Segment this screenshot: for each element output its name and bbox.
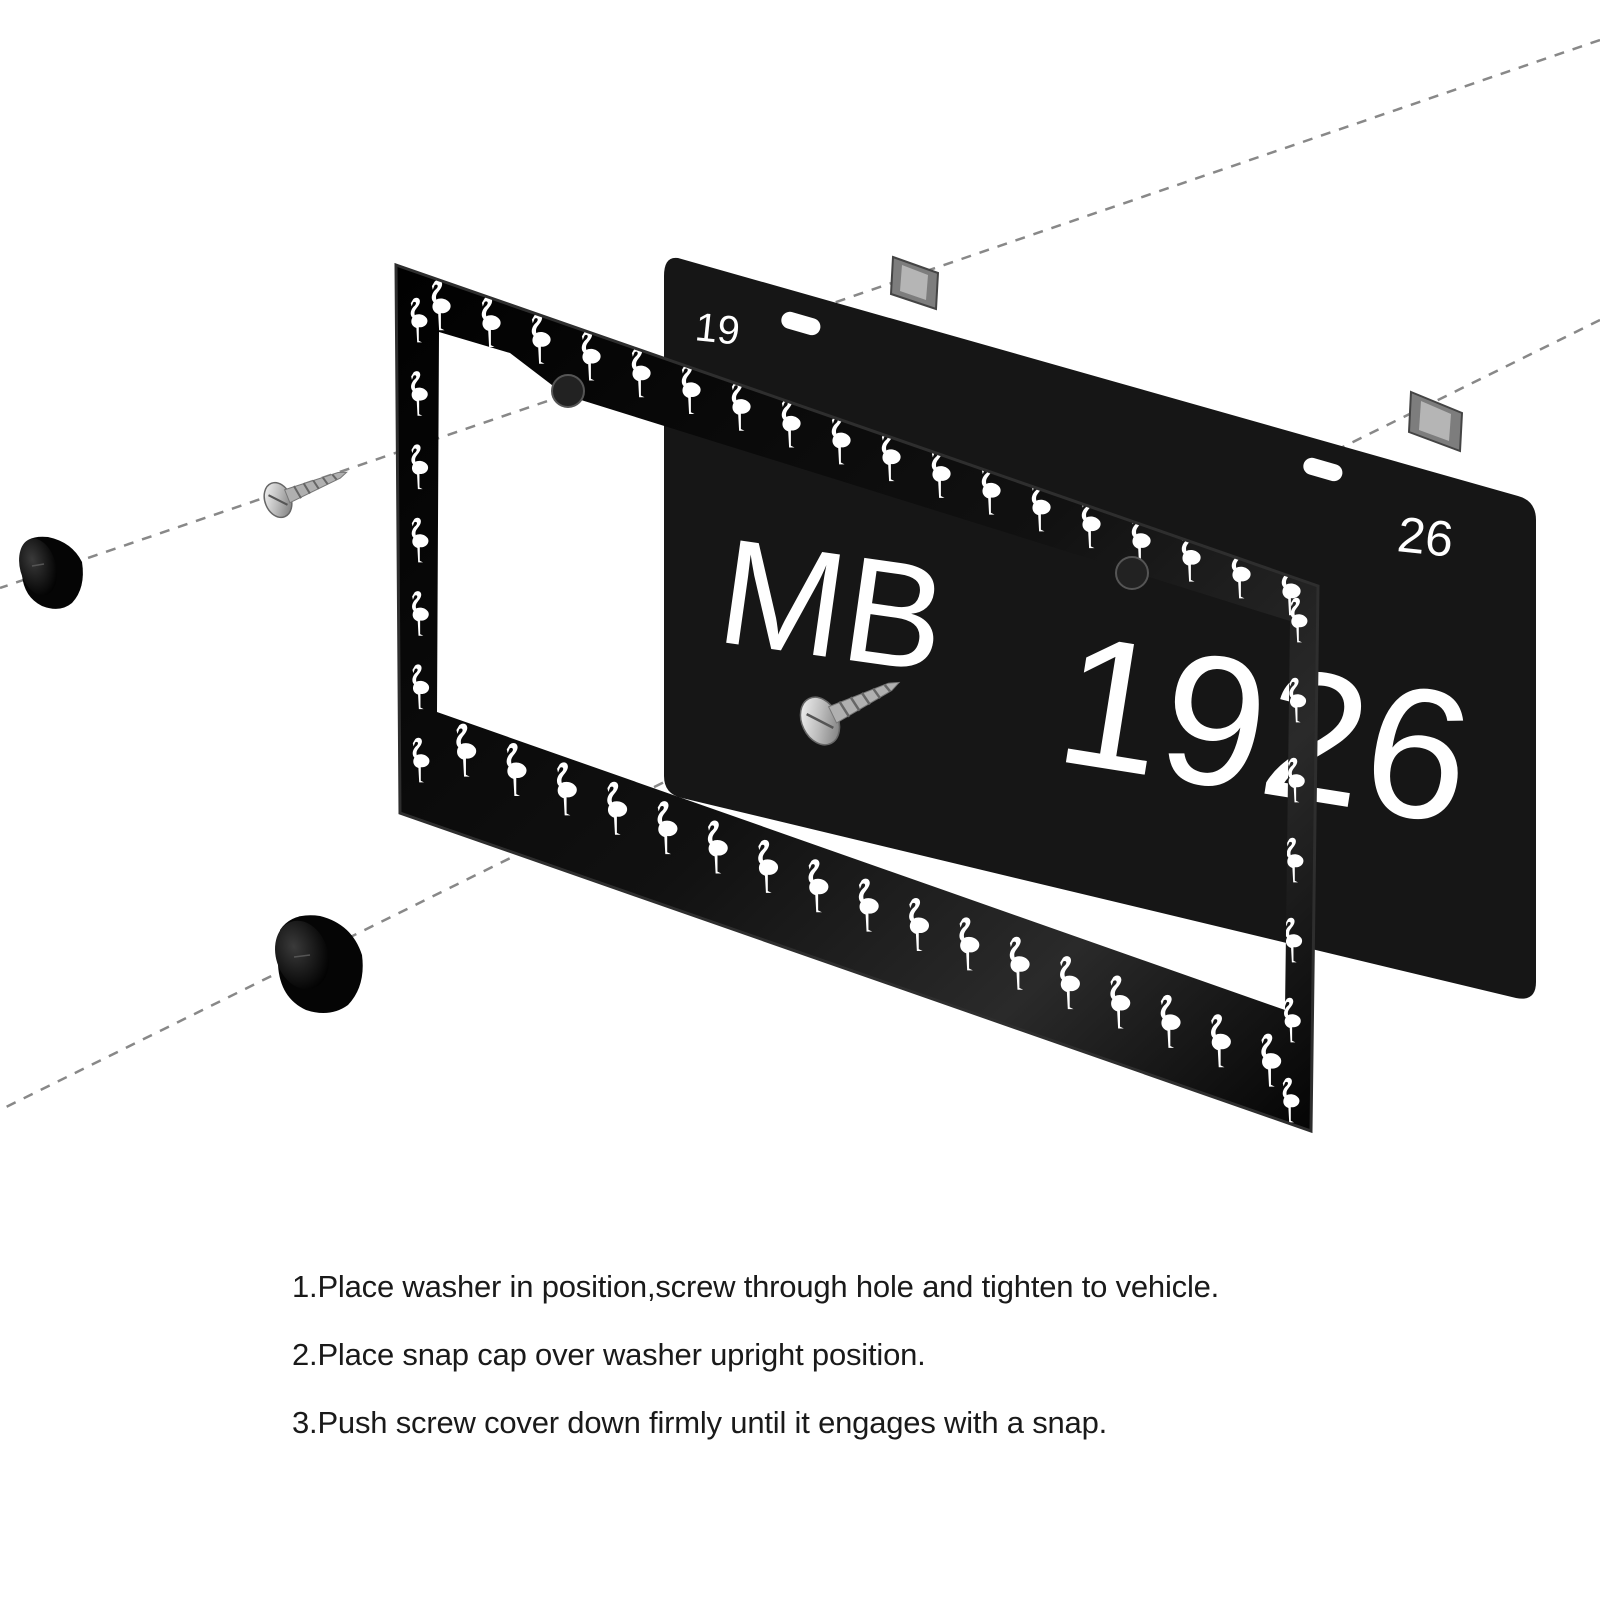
instruction-step-1: 1.Place washer in position,screw through…: [292, 1269, 1220, 1304]
snap-cap-icon: [275, 915, 363, 1014]
guide-line-bottom: [0, 318, 1600, 1112]
instruction-step-2: 2.Place snap cap over washer upright pos…: [292, 1337, 926, 1372]
frame-hole-right: [1115, 556, 1149, 590]
washer-bottom: [1407, 390, 1464, 453]
instruction-step-3: 3.Push screw cover down firmly until it …: [292, 1405, 1108, 1440]
snap-cap-icon: [19, 536, 83, 609]
frame-outline: [394, 262, 1320, 1134]
instruction-list: 1.Place washer in position,screw through…: [292, 1270, 1492, 1474]
plate-corner-right: 26: [1395, 506, 1456, 568]
frame-hole-left: [551, 374, 585, 408]
screw-icon: [263, 471, 348, 519]
screw-icon: [799, 681, 901, 746]
